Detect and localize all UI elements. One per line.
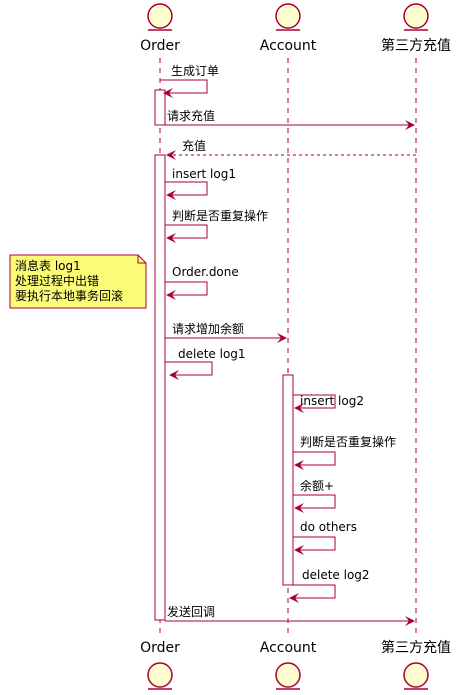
message-label: 余额+ <box>300 478 334 493</box>
message-self: delete log1 <box>165 347 246 380</box>
participant-account-bottom: Account <box>260 640 317 690</box>
message-self: 生成订单 <box>160 64 219 98</box>
message-label: delete log1 <box>178 347 246 361</box>
activation-account <box>282 374 294 586</box>
note-line: 处理过程中出错 <box>15 273 99 288</box>
activation-order-1 <box>154 89 166 126</box>
message-self: 余额+ <box>293 478 336 513</box>
participant-account-top: Account <box>260 3 317 54</box>
message-label: Order.done <box>172 265 239 279</box>
message-label: delete log2 <box>302 568 370 582</box>
participant-third-top: 第三方充值 <box>381 3 451 54</box>
message-self: Order.done <box>165 265 239 300</box>
activation-order-2 <box>154 154 166 621</box>
message-label: 充值 <box>182 138 206 153</box>
message: 请求充值 <box>165 108 415 130</box>
participant-label: Account <box>260 640 317 656</box>
participant-label: 第三方充值 <box>381 37 451 54</box>
message-return: 充值 <box>166 138 416 160</box>
message-self: delete log2 <box>289 568 370 603</box>
message-label: 请求充值 <box>167 108 215 123</box>
participant-label: Order <box>140 38 180 54</box>
entity-icon <box>147 662 173 688</box>
message-self: 判断是否重复操作 <box>293 434 396 470</box>
message-label: 请求增加余额 <box>172 321 244 336</box>
entity-icon <box>275 662 301 688</box>
message-self: do others <box>293 520 357 555</box>
message: 请求增加余额 <box>165 321 287 343</box>
entity-icon <box>403 662 429 688</box>
note: 消息表 log1 处理过程中出错 要执行本地事务回滚 <box>9 254 147 309</box>
participant-label: Order <box>140 640 180 656</box>
participant-label: 第三方充值 <box>381 639 451 656</box>
message-label: insert log2 <box>300 394 364 408</box>
participant-order-bottom: Order <box>140 640 180 690</box>
entity-icon <box>147 3 173 29</box>
message-self: insert log1 <box>165 167 236 200</box>
entity-icon <box>275 3 301 29</box>
message-label: 发送回调 <box>167 604 215 619</box>
message-label: insert log1 <box>172 167 236 181</box>
message-self: 判断是否重复操作 <box>165 208 268 243</box>
note-line: 要执行本地事务回滚 <box>15 288 123 303</box>
participant-third-bottom: 第三方充值 <box>381 639 451 690</box>
note-line: 消息表 log1 <box>15 258 81 273</box>
participant-order-top: Order <box>140 3 180 54</box>
entity-icon <box>403 3 429 29</box>
message-label: do others <box>300 520 357 534</box>
message-label: 判断是否重复操作 <box>300 434 396 449</box>
participant-label: Account <box>260 38 317 54</box>
message-label: 判断是否重复操作 <box>172 208 268 223</box>
message-self: insert log2 <box>293 394 364 413</box>
message-label: 生成订单 <box>171 64 219 78</box>
message: 发送回调 <box>165 604 415 626</box>
